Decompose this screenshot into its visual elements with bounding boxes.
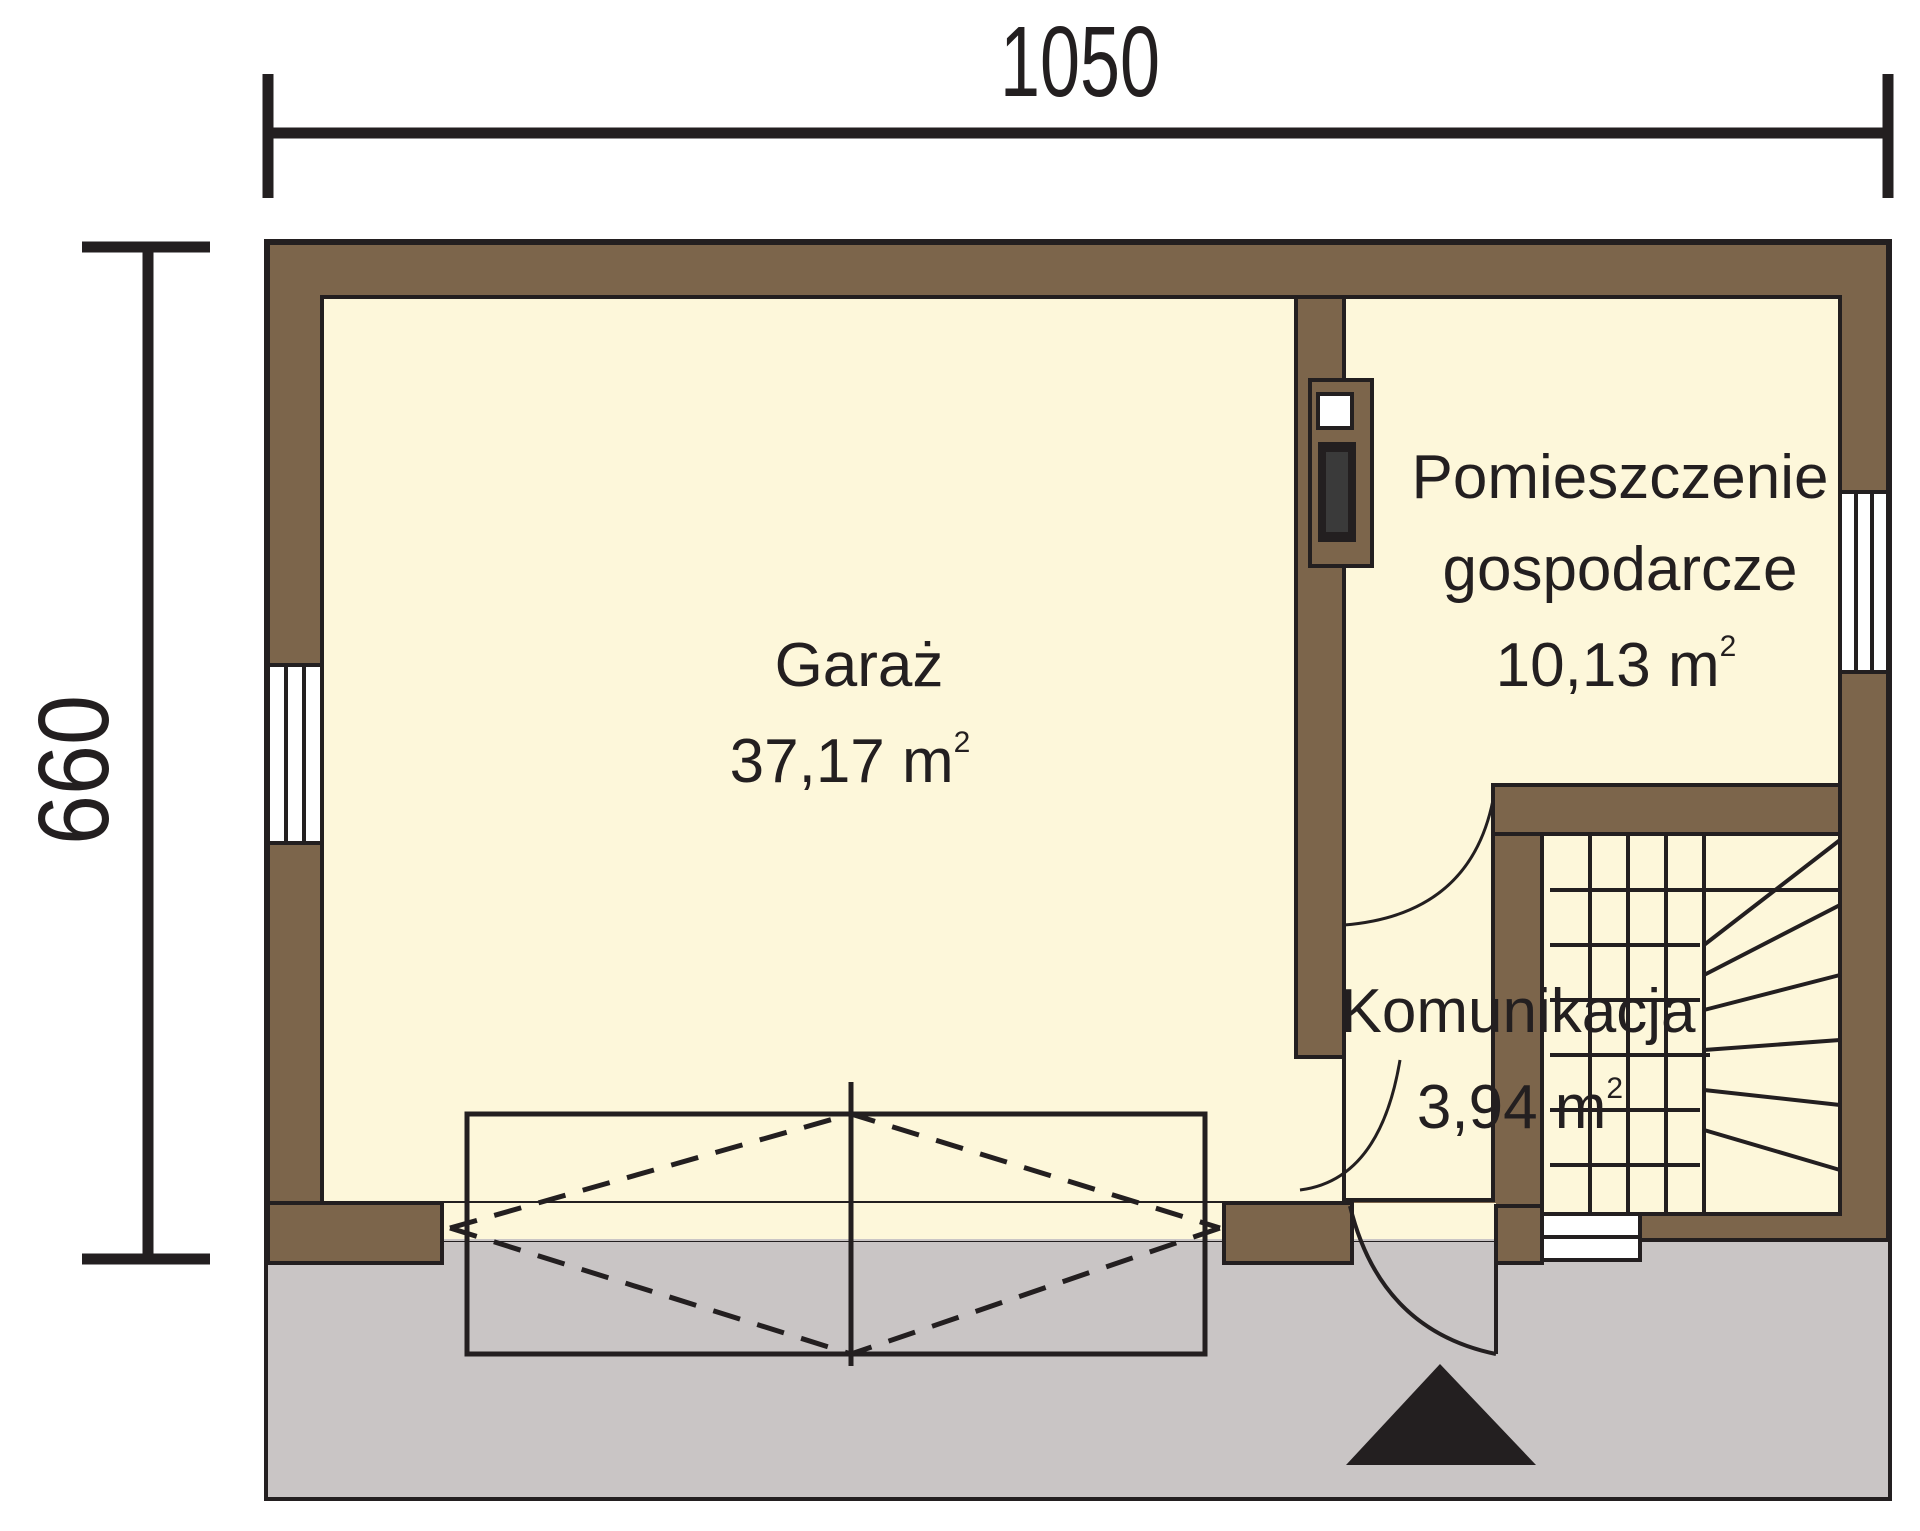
utility-label-line2: gospodarcze: [1442, 535, 1797, 604]
stairs: [1540, 834, 1842, 1262]
ventilation-duct: [1308, 378, 1374, 568]
garage-area: 37,17 m2: [730, 726, 971, 796]
height-dimension-label: 660: [18, 695, 130, 845]
bottom-wall-mid: [1222, 1201, 1354, 1265]
hall-area-sup: 2: [1606, 1072, 1623, 1105]
utility-area: 10,13 m2: [1496, 630, 1737, 700]
bottom-wall-right: [1494, 1204, 1544, 1265]
width-dimension-label: 1050: [1000, 6, 1160, 118]
entrance-arrow-icon: [1346, 1364, 1536, 1465]
entrance-door: [1348, 1205, 1498, 1356]
height-dimension: [82, 241, 210, 1265]
outdoor-area: [266, 1240, 1890, 1499]
hall-label: Komunikacja: [1341, 977, 1696, 1046]
utility-area-sup: 2: [1720, 630, 1737, 663]
window-left: [266, 663, 324, 845]
utility-area-value: 10,13 m: [1496, 631, 1720, 700]
hall-entrance-opening: [1346, 1203, 1496, 1240]
garage-area-sup: 2: [954, 726, 971, 759]
garage-door: [449, 1082, 1221, 1366]
garage-door-opening: [442, 1203, 1224, 1240]
hall-area-value: 3,94 m: [1417, 1073, 1607, 1142]
utility-label-line1: Pomieszczenie: [1412, 443, 1829, 512]
garage-area-value: 37,17 m: [730, 727, 954, 796]
hall-door: [1299, 1059, 1402, 1192]
utility-door: [1342, 790, 1495, 927]
garage-label: Garaż: [775, 631, 944, 700]
hall-wall: [1491, 783, 1842, 836]
hall-area: 3,94 m2: [1417, 1072, 1623, 1142]
width-dimension: [262, 74, 1894, 198]
window-right: [1838, 490, 1890, 674]
bottom-wall-left: [266, 1201, 444, 1265]
